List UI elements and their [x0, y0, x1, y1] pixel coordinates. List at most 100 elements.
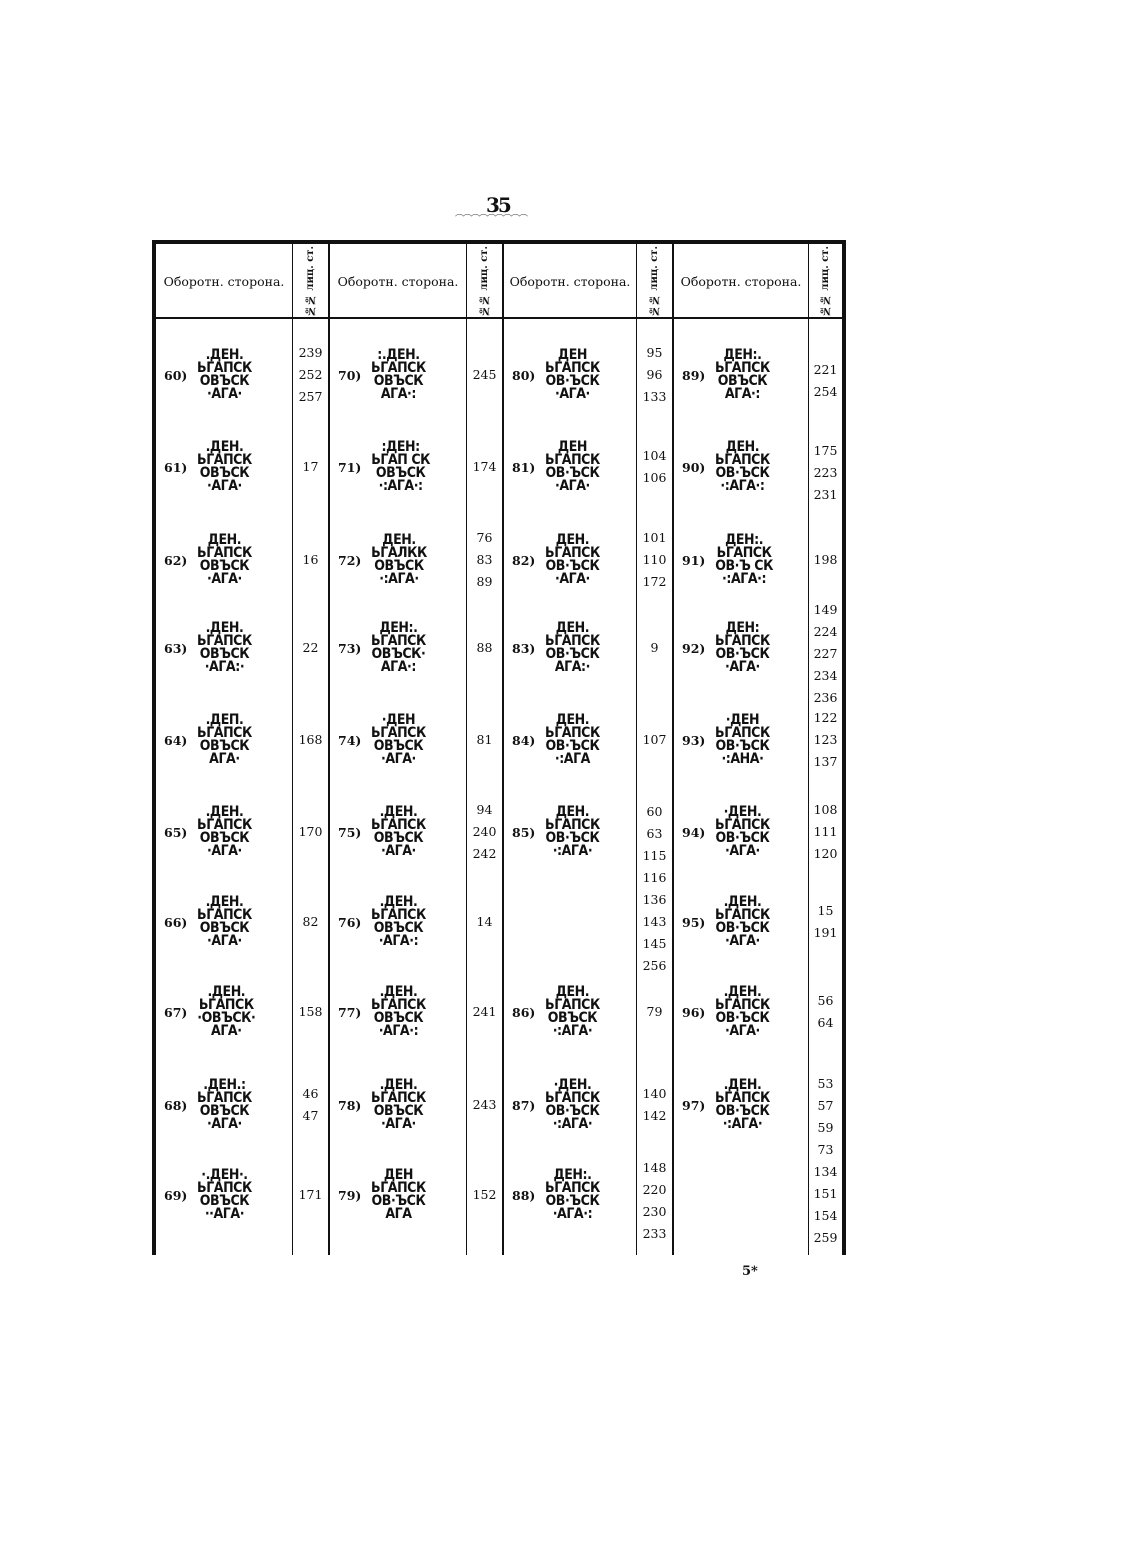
obverse-number: 239 — [298, 345, 323, 360]
entry-number: 70) — [338, 367, 362, 383]
legend-line: ·:АГА· — [552, 1116, 593, 1132]
obverse-number: 168 — [298, 732, 323, 747]
legend-line: ОВЪСК — [375, 465, 426, 481]
entry-number: 75) — [338, 824, 362, 840]
legend-line: ОВЪСК — [199, 830, 250, 846]
legend-line: ОВЪСК — [373, 738, 424, 754]
table-left-border — [152, 240, 156, 1255]
legend-line: ·:АГА·: — [720, 478, 765, 494]
legend-line: ДЕН. — [555, 620, 590, 636]
legend-line: .ДЕН. — [205, 620, 244, 636]
coin-entry: 67).ДЕН.ЬГАПСК·ОВЪСК·АГА· — [164, 985, 259, 1038]
legend-line: ОВЪСК — [199, 646, 250, 662]
column-header: Оборотн. сторона. — [680, 274, 802, 289]
obverse-numbers: 168 — [293, 729, 328, 751]
legend-line: ·АГА·: — [552, 1206, 593, 1222]
entry-number: 72) — [338, 552, 362, 568]
legend-line: ЬГАПСК — [545, 545, 600, 561]
legend-line: .ДЕП. — [205, 712, 244, 728]
number-column-header-text: №№ лиц. ст. — [479, 245, 490, 317]
obverse-numbers: 14 — [467, 911, 502, 933]
entry-number: 78) — [338, 1097, 362, 1113]
legend-line: ОВ·ЪСК — [545, 646, 600, 662]
obverse-number: 252 — [298, 367, 323, 382]
obverse-number: 230 — [642, 1204, 667, 1219]
legend-line: .ДЕН. — [379, 804, 418, 820]
obverse-numbers: 107 — [637, 729, 672, 751]
obverse-number: 142 — [642, 1108, 667, 1123]
legend-line: ОВ·ЪСК — [371, 1193, 426, 1209]
legend-line: АГА· — [209, 751, 240, 767]
obverse-number: 227 — [813, 646, 838, 661]
entry-number: 83) — [512, 640, 536, 656]
obverse-number: 256 — [642, 958, 667, 973]
obverse-number: 154 — [813, 1208, 838, 1223]
legend-line: ··АГА· — [204, 1206, 245, 1222]
legend-line: .ДЕН. — [205, 804, 244, 820]
obverse-number: 94 — [476, 802, 493, 817]
legend-line: ЬГАПСК — [545, 725, 600, 741]
legend-line: ОВЪСК — [199, 1103, 250, 1119]
obverse-number: 198 — [813, 552, 838, 567]
legend-line: ·ДЕН — [381, 712, 416, 728]
group-divider — [502, 240, 504, 1255]
legend-line: ·:АГА· — [379, 571, 419, 587]
obverse-number: 171 — [298, 1187, 323, 1202]
header-divider — [152, 317, 846, 319]
legend-line: ·ОВЪСК· — [197, 1010, 256, 1026]
legend-line: ЬГАПСК — [371, 633, 426, 649]
entry-number: 96) — [682, 1004, 706, 1020]
obverse-number: 245 — [472, 367, 497, 382]
entry-number: 86) — [512, 1004, 536, 1020]
obverse-number: 82 — [302, 914, 319, 929]
obverse-number: 16 — [302, 552, 319, 567]
legend-line: ДЕН. — [555, 532, 590, 548]
legend-line: ЬГАПСК — [197, 452, 252, 468]
legend-line: ·.ДЕН·. — [201, 1167, 248, 1183]
column-header: Оборотн. сторона. — [163, 274, 285, 289]
legend-line: ЬГАПСК — [371, 907, 426, 923]
obverse-number: 143 — [642, 914, 667, 929]
obverse-number: 15 — [817, 903, 834, 918]
entry-number: 88) — [512, 1187, 536, 1203]
obverse-number: 231 — [813, 487, 838, 502]
legend-line: ОВ·ЪСК — [715, 465, 770, 481]
entry-number: 92) — [682, 640, 706, 656]
obverse-numbers: 16 — [293, 549, 328, 571]
obverse-number: 259 — [813, 1230, 838, 1245]
signature-mark: 5* — [742, 1264, 758, 1279]
